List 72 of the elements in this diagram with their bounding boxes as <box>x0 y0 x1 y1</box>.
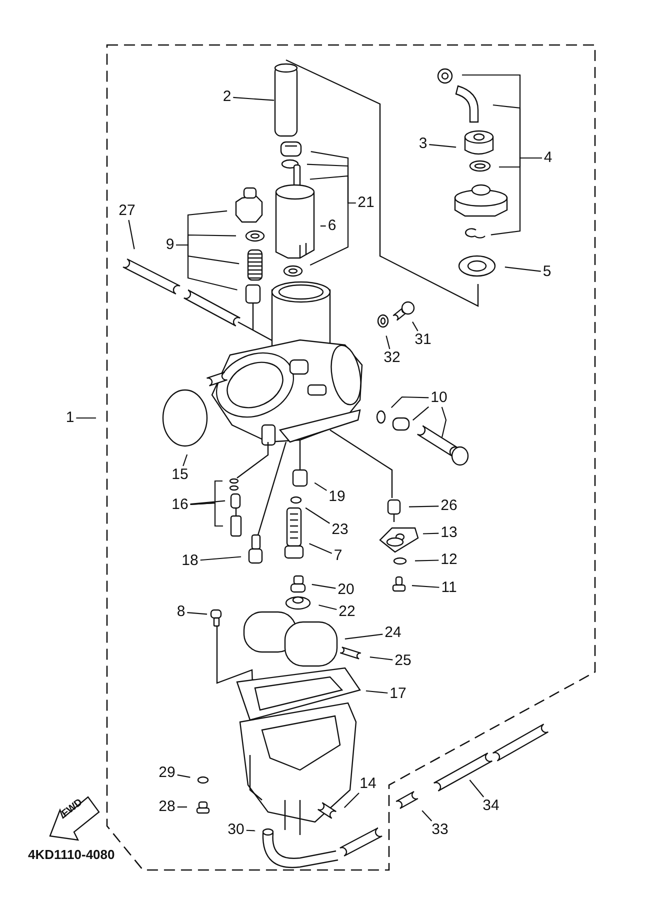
callout-number: 30 <box>226 822 246 838</box>
leader-line <box>504 266 541 272</box>
leader-line <box>422 810 432 822</box>
callout-number: 2 <box>222 89 232 105</box>
leader-line <box>310 202 356 266</box>
leader-line <box>386 336 390 350</box>
leader-line <box>408 506 439 508</box>
callout-number: 13 <box>440 525 458 541</box>
callout-number: 29 <box>158 765 176 781</box>
leader-line <box>305 507 330 524</box>
callout-number: 27 <box>118 203 136 219</box>
leader-line <box>320 225 326 227</box>
leader-line <box>190 500 226 505</box>
leader-line <box>177 806 187 808</box>
leader-line <box>182 454 188 466</box>
callout-number: 14 <box>358 776 378 792</box>
callout-number: 9 <box>164 237 176 253</box>
leader-line <box>233 96 274 101</box>
leader-line <box>314 482 327 491</box>
callout-number: 12 <box>440 552 458 568</box>
callout-number: 19 <box>328 489 346 505</box>
callout-number: 28 <box>158 799 176 815</box>
leader-line <box>76 417 96 419</box>
leader-line <box>469 780 484 798</box>
callout-number: 6 <box>326 218 338 234</box>
callout-number: 26 <box>440 498 458 514</box>
callout-number: 23 <box>330 522 350 538</box>
callout-number: 31 <box>414 332 432 348</box>
leader-line <box>412 406 430 421</box>
callout-number: 8 <box>176 604 186 620</box>
callout-number: 25 <box>394 653 412 669</box>
callout-number: 5 <box>542 264 552 280</box>
part-number-code: 4KD1110-4080 <box>28 847 115 862</box>
callout-number: 22 <box>338 604 356 620</box>
leader-line <box>246 830 256 832</box>
leader-line <box>490 157 542 236</box>
leader-line <box>200 556 242 561</box>
leader-line <box>177 774 190 778</box>
callout-number: 15 <box>170 467 190 483</box>
leader-line <box>187 612 208 615</box>
callout-number: 16 <box>170 497 190 513</box>
leader-line <box>312 584 336 589</box>
leader-line <box>366 690 388 694</box>
leader-line <box>390 396 429 408</box>
leader-line <box>429 144 456 148</box>
leader-line <box>309 543 332 554</box>
callout-number: 3 <box>418 136 428 152</box>
callout-number: 4 <box>542 150 554 166</box>
callout-number: 17 <box>388 686 408 702</box>
leader-line <box>414 560 439 562</box>
leader-line <box>318 604 337 610</box>
leader-line <box>344 634 383 640</box>
leader-line <box>422 532 439 534</box>
leader-line <box>190 502 223 527</box>
leader-line <box>344 792 360 808</box>
callout-number: 33 <box>430 822 450 838</box>
leader-line <box>412 322 418 332</box>
leader-line <box>176 244 238 290</box>
callout-number: 11 <box>440 580 458 596</box>
leader-line <box>370 656 393 660</box>
leader-line <box>441 406 447 438</box>
leader-line <box>412 585 440 588</box>
callout-number: 7 <box>332 548 344 564</box>
callout-number: 32 <box>382 350 402 366</box>
callout-number: 34 <box>482 798 500 814</box>
callout-number: 21 <box>356 195 376 211</box>
callout-number: 10 <box>430 390 448 406</box>
callout-number: 1 <box>64 410 76 426</box>
leader-line <box>128 220 135 250</box>
callout-number: 24 <box>384 625 402 641</box>
callout-number: 18 <box>180 553 200 569</box>
callout-number: 20 <box>336 582 356 598</box>
